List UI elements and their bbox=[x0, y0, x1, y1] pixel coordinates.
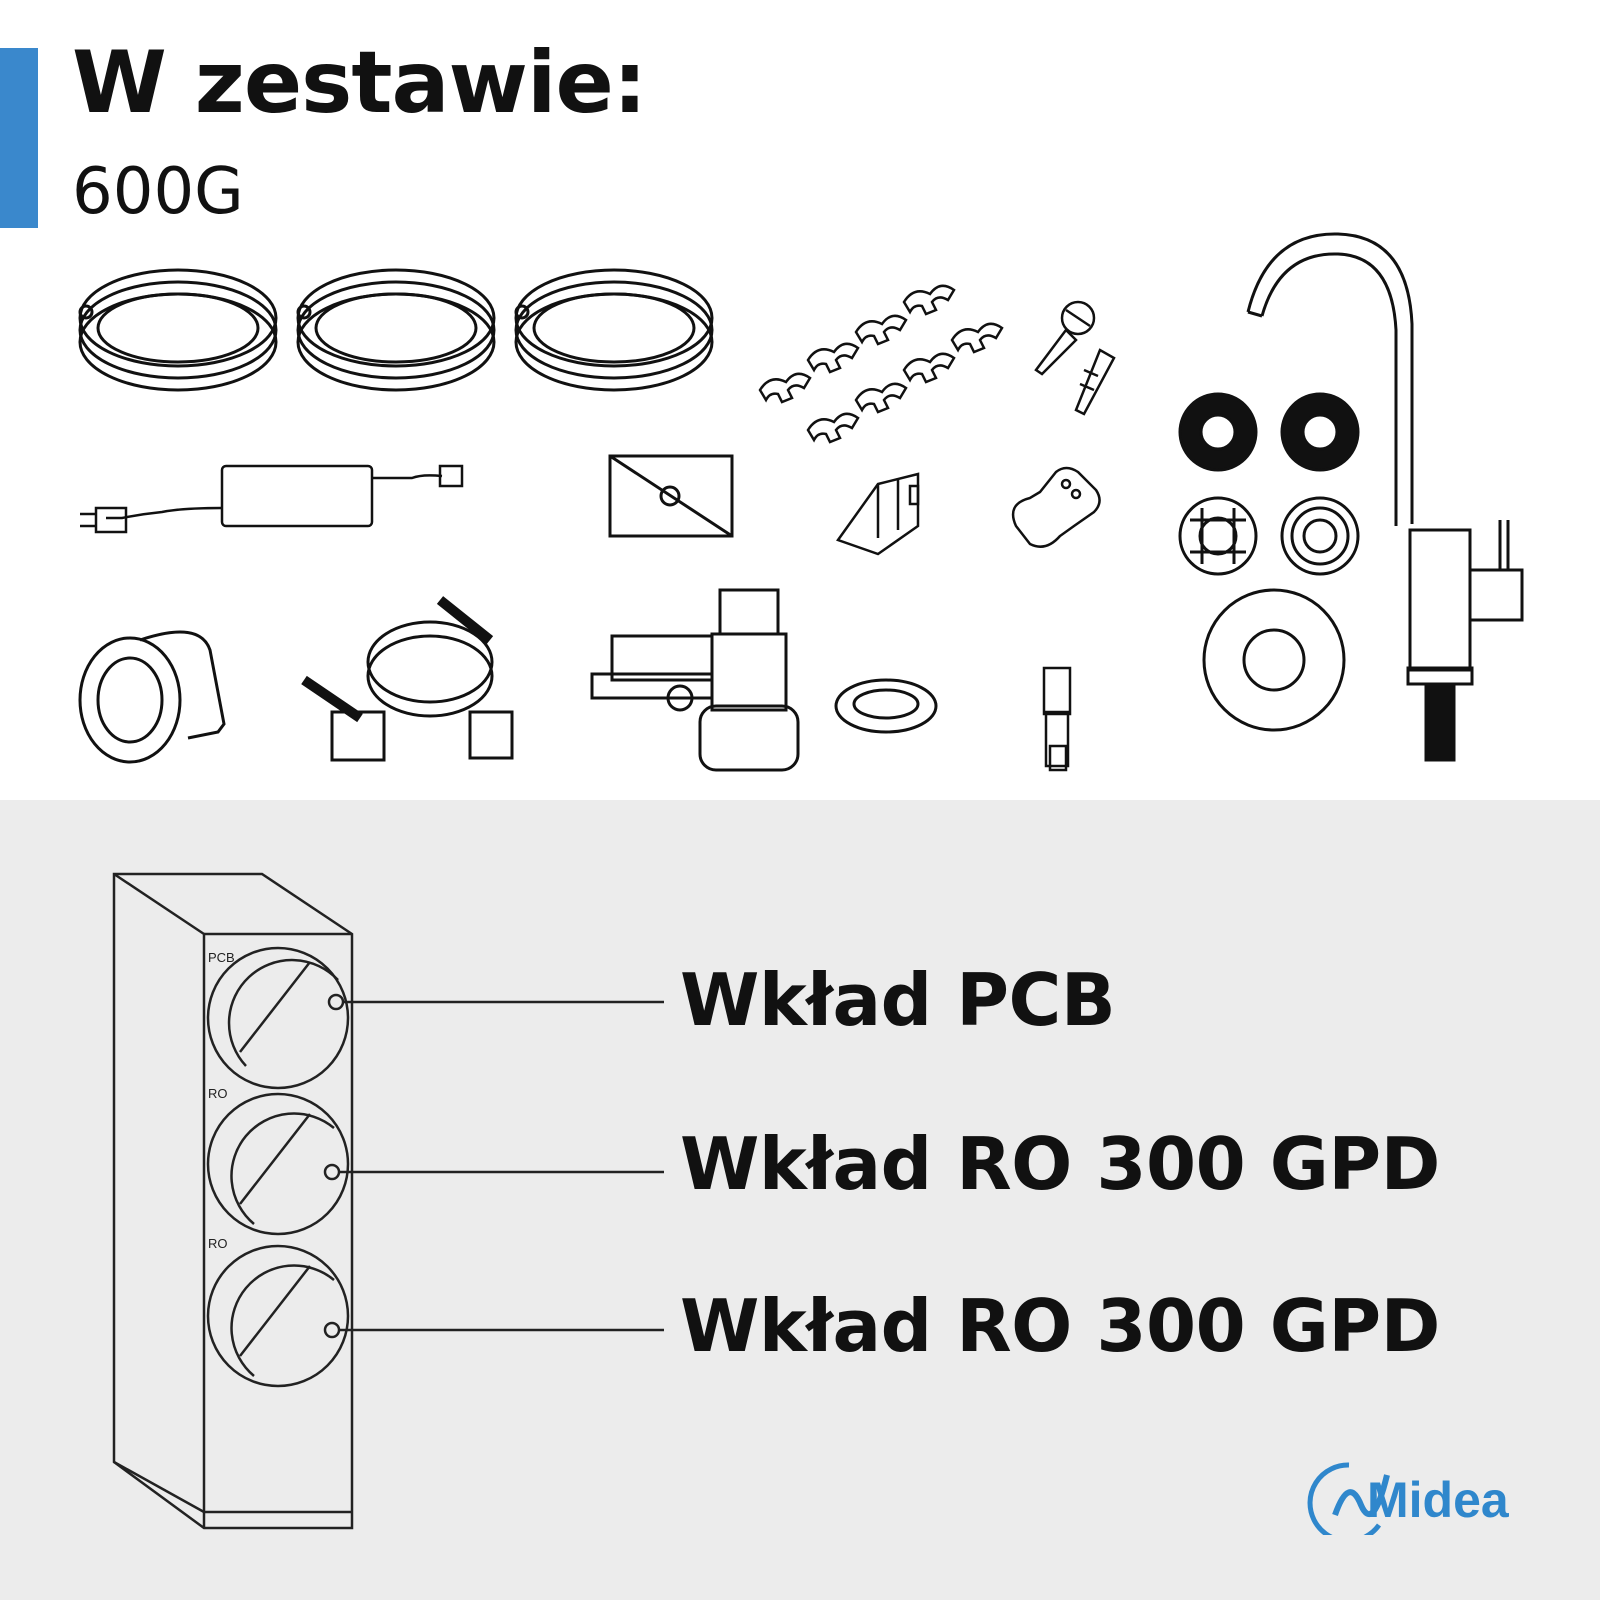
cartridge-pcb bbox=[206, 946, 664, 1090]
cartridge-ro-2 bbox=[206, 1244, 664, 1388]
escutcheon-icon bbox=[1202, 588, 1346, 732]
brand-name: Midea bbox=[1367, 1472, 1510, 1528]
ptfe-tape-icon bbox=[78, 630, 226, 764]
cartridge-tag: PCB bbox=[208, 950, 235, 965]
gasket-icon bbox=[834, 678, 938, 734]
power-adapter-icon bbox=[80, 464, 464, 534]
connector-icon bbox=[1042, 666, 1072, 772]
cartridge-housing-diagram: PCB RO RO bbox=[112, 872, 664, 1530]
tubing-coil-icon bbox=[514, 268, 714, 392]
model-subtitle: 600G bbox=[72, 155, 244, 229]
cartridge-label-pcb: Wkład PCB bbox=[680, 958, 1116, 1042]
tubing-coil-icon bbox=[78, 268, 278, 392]
washer-set-icon bbox=[1178, 392, 1360, 576]
tubing-coil-icon bbox=[296, 268, 496, 392]
cartridge-tag: RO bbox=[208, 1086, 228, 1101]
cartridge-label-ro-2: Wkład RO 300 GPD bbox=[680, 1284, 1440, 1368]
wrench-clip-icon bbox=[1011, 466, 1101, 548]
cartridge-ro-1 bbox=[206, 1092, 664, 1236]
cartridge-tag: RO bbox=[208, 1236, 228, 1251]
bracket-icon bbox=[836, 472, 920, 556]
accent-bar bbox=[0, 48, 38, 228]
template-card-icon bbox=[608, 454, 734, 538]
kit-contents bbox=[78, 232, 1524, 772]
clip-set-icon bbox=[758, 284, 1004, 444]
cartridge-label-ro-1: Wkład RO 300 GPD bbox=[680, 1122, 1440, 1206]
feed-valve-icon bbox=[590, 588, 800, 772]
drain-saddle-icon bbox=[301, 596, 514, 762]
midea-logo: Midea bbox=[1307, 1462, 1510, 1535]
screw-anchor-icon bbox=[1034, 300, 1116, 416]
faucet-icon bbox=[1246, 232, 1524, 762]
page-title: W zestawie: bbox=[72, 33, 647, 133]
